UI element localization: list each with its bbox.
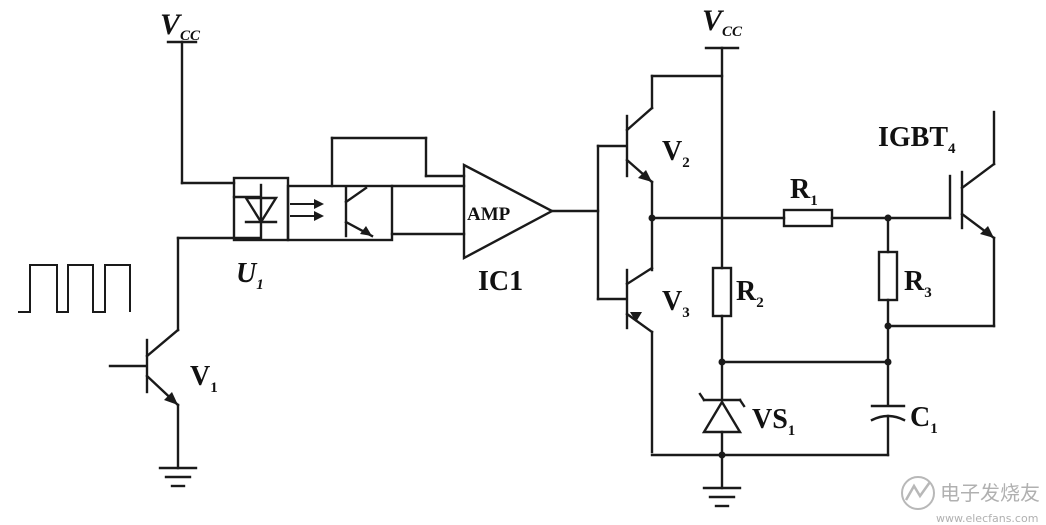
u1-label: U — [236, 258, 258, 289]
ground-right-icon — [702, 486, 742, 508]
svg-text:R1: R1 — [790, 174, 818, 209]
vcc-left-label: V — [160, 8, 183, 41]
r1-label: R — [790, 174, 811, 205]
v2-label: V — [662, 136, 682, 167]
v3-label: V — [662, 286, 682, 317]
vcc-left-terminal: VCC — [160, 8, 201, 185]
wire-output-node — [648, 214, 786, 222]
svg-text:IGBT4: IGBT4 — [878, 122, 956, 157]
vs1-sub: 1 — [788, 423, 796, 439]
svg-text:U1: U1 — [236, 258, 264, 293]
svg-text:R3: R3 — [904, 266, 932, 301]
resistor-r1: R1 — [782, 174, 952, 228]
svg-text:V1: V1 — [190, 361, 218, 396]
resistor-r2: R2 — [711, 266, 764, 400]
vcc-right-label: V — [702, 4, 725, 37]
vcc-right-terminal: VCC — [702, 4, 743, 270]
svg-text:C1: C1 — [910, 402, 938, 437]
watermark-logo-icon — [901, 476, 935, 510]
svg-text:VS1: VS1 — [752, 404, 795, 439]
r3-label: R — [904, 266, 925, 297]
vcc-right-sub: CC — [722, 24, 743, 40]
svg-text:VCC: VCC — [702, 4, 743, 40]
transistor-v1: V1 — [108, 236, 262, 470]
capacitor-c1: C1 — [870, 402, 938, 457]
vs1-label: VS — [752, 404, 788, 435]
igbt4-icon: IGBT4 — [878, 110, 996, 328]
v2-sub: 2 — [682, 155, 690, 171]
svg-text:V2: V2 — [662, 136, 690, 171]
r1-sub: 1 — [810, 193, 818, 209]
wire-opto-to-amp — [330, 136, 466, 236]
ic1-label: IC1 — [478, 266, 523, 297]
svg-text:V3: V3 — [662, 286, 690, 321]
c1-label: C — [910, 402, 930, 433]
wire-emitter-feedback — [884, 322, 996, 330]
v1-sub: 1 — [210, 380, 218, 396]
zener-vs1-icon: VS1 — [698, 392, 795, 490]
c1-sub: 1 — [930, 421, 938, 437]
watermark-logo-text: 电子发烧友 — [940, 481, 1040, 505]
svg-text:R2: R2 — [736, 276, 764, 311]
svg-text:VCC: VCC — [160, 8, 201, 44]
u1-sub: 1 — [256, 277, 264, 293]
v1-label: V — [190, 361, 210, 392]
wire-bottom-common — [650, 451, 890, 459]
vcc-left-sub: CC — [180, 28, 201, 44]
watermark: 电子发烧友 www.elecfans.com — [901, 476, 1040, 525]
square-wave-input-icon — [18, 264, 131, 313]
ground-left-icon — [158, 466, 198, 488]
igbt-sub: 4 — [948, 141, 956, 157]
r3-sub: 3 — [924, 285, 932, 301]
optocoupler-u1: U1 — [232, 176, 394, 293]
amp-label: AMP — [467, 204, 511, 225]
transistor-v3: V3 — [596, 266, 690, 454]
r2-sub: 2 — [756, 295, 764, 311]
r2-label: R — [736, 276, 757, 307]
transistor-v2: V2 — [596, 74, 724, 301]
resistor-r3: R3 — [877, 214, 932, 406]
wire-mid-node — [718, 358, 892, 366]
watermark-url: www.elecfans.com — [936, 512, 1038, 525]
igbt-label: IGBT — [878, 122, 948, 153]
v3-sub: 3 — [682, 305, 690, 321]
wire-vcc-to-opto — [180, 181, 262, 199]
amplifier-ic1: AMP IC1 — [462, 163, 600, 297]
